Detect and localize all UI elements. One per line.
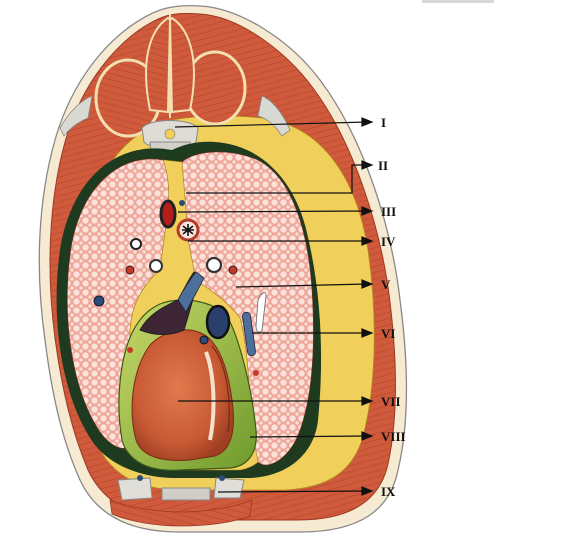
pulmonary-vein-right [228, 265, 238, 275]
sternum [117, 475, 245, 501]
right-ventricle-wall [211, 345, 230, 433]
spinous-muscle-left [145, 16, 172, 114]
vessel-left-white [149, 259, 163, 273]
vessel-small-left [130, 238, 142, 250]
pulmonary-artery-branch [177, 271, 205, 313]
esophagus [159, 199, 177, 229]
bronchus-right [205, 256, 223, 274]
label-VII: VII [381, 394, 401, 409]
trachea-lumen [182, 224, 194, 236]
left-atrium [205, 304, 231, 340]
coronary-vessel [199, 335, 209, 345]
label-VIII: VIII [381, 429, 406, 444]
vessel-blue-left [93, 295, 105, 307]
coronary-vessel-3 [253, 370, 259, 376]
label-I: I [381, 115, 386, 130]
label-III: III [381, 204, 396, 219]
label-IV: IV [381, 234, 396, 249]
pectoral-muscle [109, 499, 253, 527]
rib-left-dorsal [59, 95, 93, 137]
label-VI: VI [381, 326, 395, 341]
label-IX: IX [381, 484, 396, 499]
top-edge-bar [422, 0, 494, 3]
rib-right-dorsal [257, 95, 291, 137]
right-accessory-lobe-vessel [255, 292, 267, 333]
spinous-muscle-right [168, 16, 195, 114]
vessel-left-red [125, 265, 135, 275]
coronary-vessel-2 [127, 347, 133, 353]
interventricular-septum [204, 351, 216, 441]
leader-lines [174, 117, 374, 496]
label-V: V [381, 277, 391, 292]
thoracic-duct [179, 200, 185, 206]
label-II: II [378, 158, 388, 173]
